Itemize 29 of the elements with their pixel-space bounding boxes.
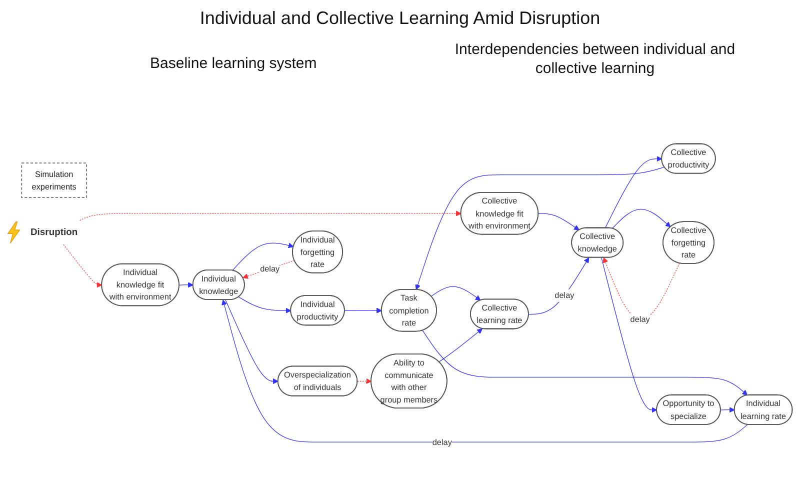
node-box: Simulation experiments [21, 162, 87, 198]
arrow [601, 257, 658, 413]
arrow [438, 328, 483, 362]
arrow [242, 260, 295, 279]
arrow [63, 244, 102, 288]
diagram-title: Individual and Collective Learning Amid Disruption [200, 8, 600, 29]
arrow [357, 378, 372, 384]
edge-label: delay [260, 264, 280, 274]
node-label: Disruption [30, 226, 78, 238]
edge-label: delay [432, 437, 452, 447]
arrow [344, 308, 382, 314]
edge-label: delay [630, 314, 650, 324]
edge-label: delay [554, 290, 574, 300]
arrow [528, 257, 590, 315]
arrow [720, 407, 735, 413]
section-heading: Interdependencies between individual and collective learning [454, 40, 736, 78]
section-heading: Baseline learning system [150, 54, 317, 73]
arrow [222, 300, 748, 442]
arrow [612, 208, 671, 229]
arrow [430, 286, 481, 301]
arrow [225, 300, 278, 384]
arrow [604, 156, 662, 228]
arrow [179, 282, 194, 288]
arrow [538, 213, 580, 230]
arrow [238, 296, 292, 314]
arrow [232, 242, 294, 271]
arrow [415, 166, 665, 290]
arrow [80, 210, 462, 221]
arrow [422, 330, 748, 396]
